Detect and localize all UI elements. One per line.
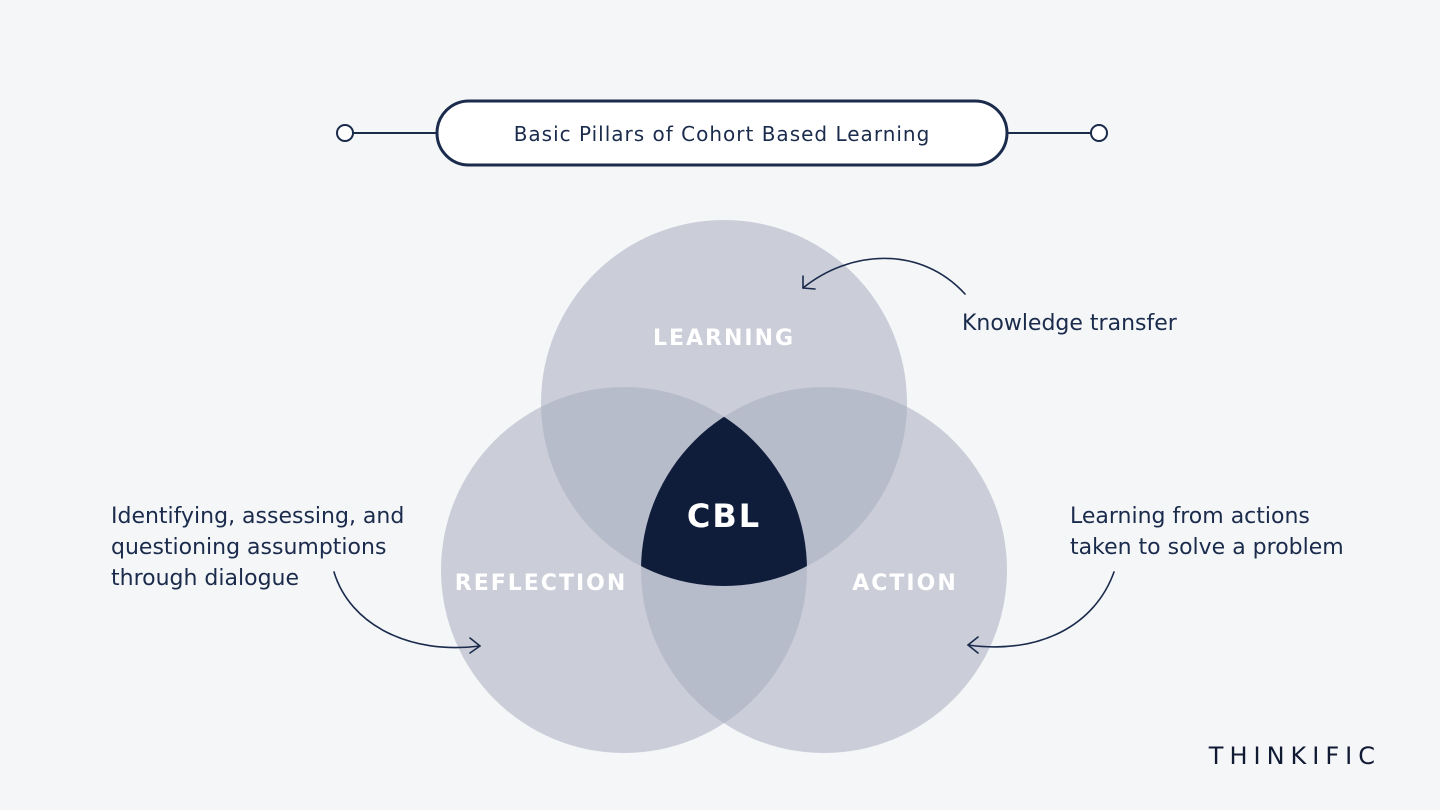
- cbl-center-label: CBL: [687, 497, 761, 535]
- title-connector-left-node: [336, 124, 354, 142]
- learning-arrow: [802, 257, 966, 295]
- title-banner: Basic Pillars of Cohort Based Learning: [336, 99, 1108, 167]
- action-annotation: Learning from actions taken to solve a p…: [967, 504, 1344, 654]
- venn-circles: [441, 220, 1007, 753]
- reflection-note-line: Identifying, assessing, and: [111, 504, 404, 529]
- learning-note-line: Knowledge transfer: [962, 311, 1178, 336]
- cbl-intersection: [641, 387, 807, 586]
- brand-logo: THINKIFIC: [1208, 742, 1381, 770]
- learning-arrowhead: [802, 275, 816, 290]
- action-note-line: Learning from actions: [1070, 504, 1310, 529]
- learning-label: LEARNING: [653, 326, 795, 351]
- reflection-label: REFLECTION: [455, 571, 628, 596]
- action-arrowhead: [967, 636, 979, 654]
- reflection-annotation: Identifying, assessing, and questioning …: [111, 504, 481, 654]
- reflection-arrow: [333, 571, 481, 649]
- reflection-arrowhead: [469, 637, 481, 654]
- action-note-line: taken to solve a problem: [1070, 535, 1344, 560]
- action-arrow: [967, 571, 1115, 648]
- reflection-note-line: questioning assumptions: [111, 535, 386, 560]
- page-title: Basic Pillars of Cohort Based Learning: [514, 122, 931, 146]
- action-label: ACTION: [852, 571, 957, 596]
- title-connector-right-node: [1090, 124, 1108, 142]
- reflection-note-line: through dialogue: [111, 566, 299, 591]
- title-pill: [435, 99, 1009, 167]
- learning-annotation: Knowledge transfer: [802, 257, 1178, 336]
